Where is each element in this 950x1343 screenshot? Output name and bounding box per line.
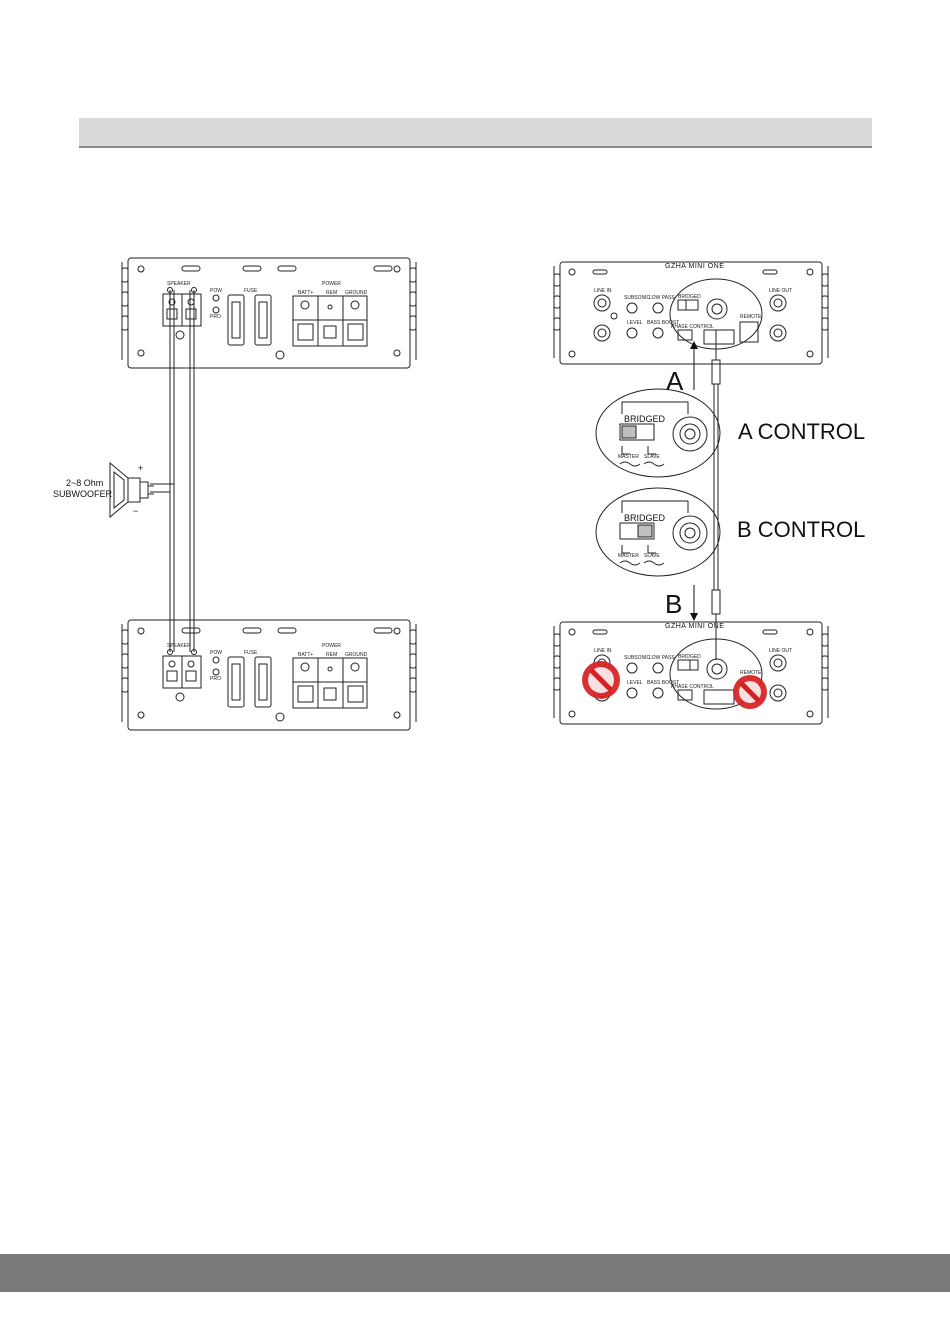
left-bottom-amplifier-labels: SPEAKER POW PRO FUSE POWER BATT+ REM GRO…: [167, 643, 368, 682]
line-in-label: LINE IN: [594, 288, 612, 294]
left-top-amplifier: [121, 257, 417, 369]
subwoofer-plus: +: [138, 463, 143, 473]
a-slave-label: SLAVE: [644, 454, 660, 460]
footer-bar: [0, 1254, 950, 1292]
brand-label: GZHA MINI ONE: [665, 263, 724, 270]
right-top-amplifier: [553, 261, 829, 365]
remote-label-bottom: REMOTE: [740, 670, 762, 676]
fuse-label-bottom: FUSE: [244, 650, 258, 656]
bass-boost-label-bottom: BASS BOOST: [647, 680, 679, 686]
right-top-amplifier-labels: GZHA MINI ONE LINE IN SUBSONIC LOW PASS …: [594, 263, 792, 330]
pow-label-bottom: POW: [210, 650, 222, 656]
ground-label: GROUND: [345, 290, 368, 296]
header-bar: [79, 118, 872, 148]
level-label: LEVEL: [627, 320, 643, 326]
bass-boost-label: BASS BOOST: [647, 320, 679, 326]
batt-label-bottom: BATT+: [298, 652, 313, 658]
line-in-label-bottom: LINE IN: [594, 648, 612, 654]
b-control-label: B CONTROL: [737, 517, 865, 542]
right-bottom-amplifier: [553, 621, 829, 725]
speaker-wires: [150, 290, 195, 652]
right-bottom-amplifier-labels: GZHA MINI ONE LINE IN SUBSONIC LOW PASS …: [594, 623, 792, 690]
subwoofer-ohm-label: 2~8 Ohm: [66, 478, 103, 488]
a-control-label: A CONTROL: [738, 419, 865, 444]
left-bottom-amplifier: [121, 619, 417, 731]
power-label-bottom: POWER: [322, 643, 341, 649]
phase-control-label-bottom: PHASE CONTROL: [671, 684, 714, 690]
subwoofer-minus: −: [133, 506, 138, 516]
pow-label: POW: [210, 288, 222, 294]
batt-label: BATT+: [298, 290, 313, 296]
speaker-label: SPEAKER: [167, 281, 191, 287]
brand-label-bottom: GZHA MINI ONE: [665, 623, 724, 630]
bridged-label-bottom: BRIDGED: [678, 654, 701, 660]
rem-label-bottom: REM: [326, 652, 337, 658]
subwoofer-name-label: SUBWOOFER: [53, 489, 113, 499]
low-pass-label: LOW PASS: [649, 295, 675, 301]
letter-b: B: [665, 589, 682, 619]
prohibited-icon-remote: [733, 675, 767, 709]
bridged-label: BRIDGED: [678, 294, 701, 300]
line-out-label: LINE OUT: [769, 288, 792, 294]
b-master-label: MASTER: [618, 553, 639, 559]
speaker-label-bottom: SPEAKER: [167, 643, 191, 649]
rem-label: REM: [326, 290, 337, 296]
remote-label: REMOTE: [740, 314, 762, 320]
subsonic-label-bottom: SUBSONIC: [624, 655, 651, 661]
pro-label-bottom: PRO: [210, 676, 221, 682]
a-bridged-label: BRIDGED: [624, 414, 666, 424]
letter-a: A: [666, 366, 684, 396]
low-pass-label-bottom: LOW PASS: [649, 655, 675, 661]
pro-label: PRO: [210, 314, 221, 320]
control-cable: [711, 330, 721, 660]
power-label: POWER: [322, 281, 341, 287]
a-control-detail: [595, 388, 721, 478]
left-top-amplifier-labels: SPEAKER POW PRO FUSE POWER BATT+ REM GRO…: [167, 281, 368, 320]
line-out-label-bottom: LINE OUT: [769, 648, 792, 654]
subsonic-label: SUBSONIC: [624, 295, 651, 301]
subwoofer-icon: [109, 461, 154, 519]
b-bridged-label: BRIDGED: [624, 513, 666, 523]
fuse-label: FUSE: [244, 288, 258, 294]
level-label-bottom: LEVEL: [627, 680, 643, 686]
phase-control-label: PHASE CONTROL: [671, 324, 714, 330]
ground-label-bottom: GROUND: [345, 652, 368, 658]
b-control-detail: [595, 487, 721, 577]
prohibited-icon-line-in: [582, 661, 620, 699]
a-master-label: MASTER: [618, 454, 639, 460]
b-slave-label: SLAVE: [644, 553, 660, 559]
